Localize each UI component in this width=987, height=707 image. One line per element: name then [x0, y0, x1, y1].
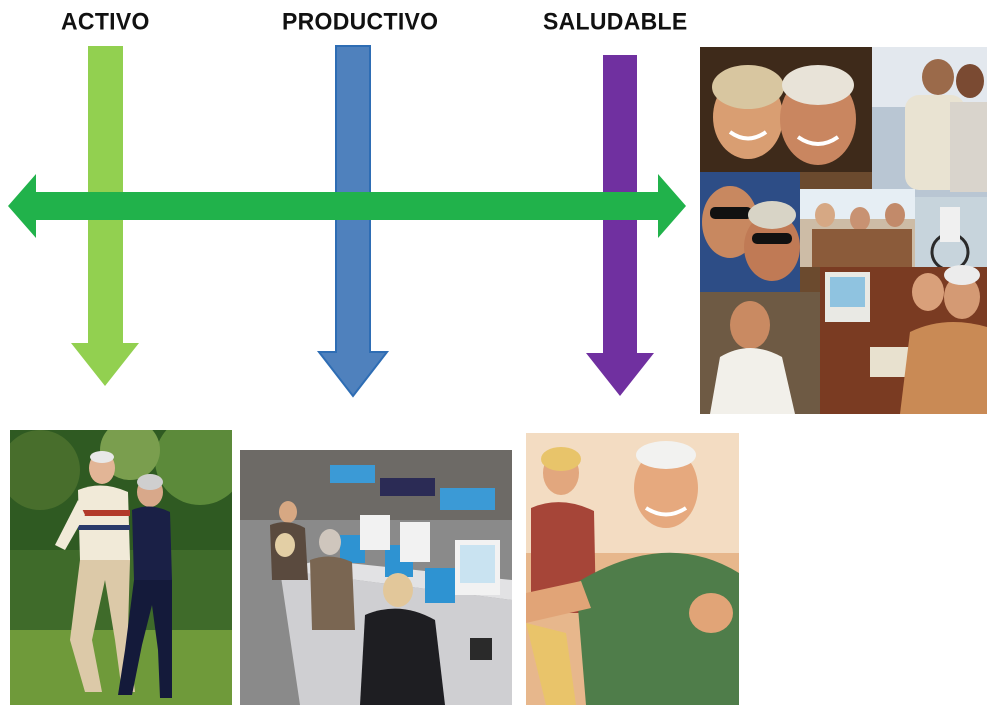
- label-activo: ACTIVO: [61, 7, 150, 35]
- saludable-arrow: [586, 55, 654, 396]
- seniors-computer-class-photo: [240, 450, 512, 705]
- label-productivo: PRODUCTIVO: [282, 7, 439, 35]
- label-saludable: SALUDABLE: [543, 7, 688, 35]
- horizontal-double-arrow: [8, 174, 686, 238]
- senior-man-exercising-photo: [526, 433, 739, 705]
- elderly-couple-jogging-photo: [10, 430, 232, 705]
- productivo-arrow: [316, 45, 390, 398]
- elderly-couples-collage-photo: [700, 47, 987, 414]
